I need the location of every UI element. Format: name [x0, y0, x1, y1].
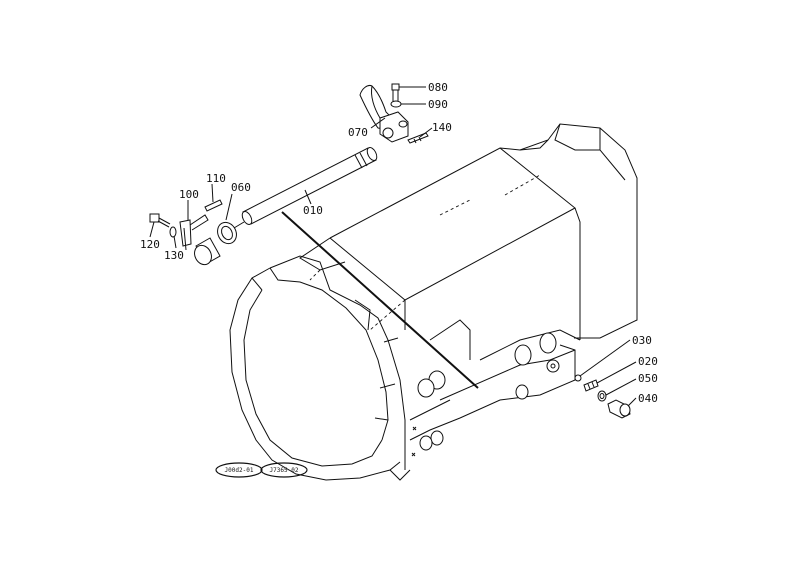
shift-rod: [241, 147, 378, 225]
label-050: 050: [638, 372, 658, 385]
label-120: 120: [140, 238, 160, 251]
label-010: 010: [303, 204, 323, 217]
label-140: 140: [432, 121, 452, 134]
washer-130: [169, 226, 177, 238]
shift-rod-indicator: [281, 211, 479, 389]
pin-110: [204, 199, 223, 212]
label-040: 040: [638, 392, 658, 405]
transmission-housing: [299, 123, 638, 457]
washer-090: [390, 100, 402, 108]
leader-lines: [149, 86, 637, 407]
label-100: 100: [179, 188, 199, 201]
label-020: 020: [638, 355, 658, 368]
detent-plug-assembly: [574, 374, 631, 419]
label-080: 080: [428, 81, 448, 94]
shift-fork: [359, 85, 409, 143]
label-130: 130: [164, 249, 184, 262]
label-070: 070: [348, 126, 368, 139]
label-110: 110: [206, 172, 226, 185]
bell-housing: [229, 255, 411, 481]
bolt-120: [149, 213, 171, 228]
detent-arm: [179, 214, 209, 251]
roller-060: [194, 221, 245, 266]
reference-codes: J00d2-01 J7365-02: [215, 462, 308, 478]
label-060: 060: [231, 181, 251, 194]
reference-code-2: J7365-02: [270, 467, 299, 474]
pin-140: [407, 132, 429, 144]
part-labels: 010 020 030 040 050 060 070 080 090 100 …: [140, 81, 658, 405]
reference-code-1: J00d2-01: [225, 467, 254, 474]
label-090: 090: [428, 98, 448, 111]
bolt-080: [391, 83, 400, 102]
label-030: 030: [632, 334, 652, 347]
